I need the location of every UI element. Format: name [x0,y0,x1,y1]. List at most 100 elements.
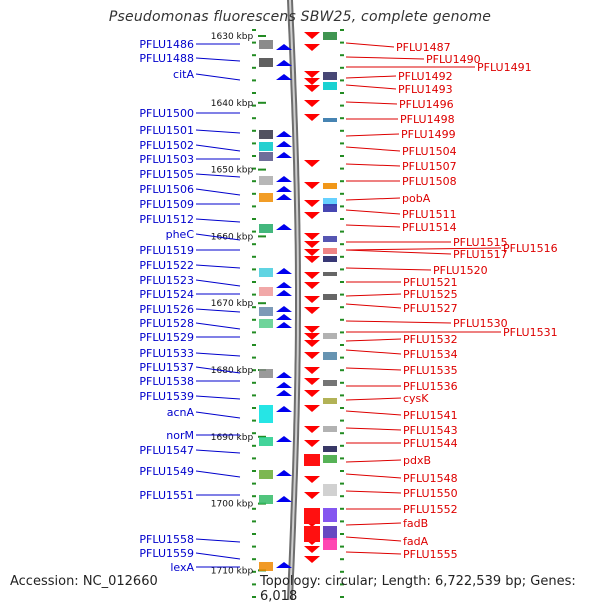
forward-arrow [276,306,292,312]
gene-label-right: PFLU1548 [403,472,458,485]
gene-label-left: PFLU1529 [139,331,194,344]
gene-label-left: acnA [167,406,195,419]
gene-label-right: PFLU1536 [403,380,458,393]
gene-leader-right [345,303,402,309]
gene-leader-right [345,249,452,255]
feature-block [259,176,273,185]
forward-arrow [276,496,292,502]
forward-arrow [276,562,292,568]
gene-label-right: PFLU1530 [453,317,508,330]
map-title: Pseudomonas fluorescens SBW25, complete … [108,9,492,25]
feature-block [323,538,337,550]
forward-arrow [276,44,292,50]
gene-leader-right [345,349,402,355]
reverse-arrow [304,492,320,499]
reverse-arrow [304,352,320,359]
gene-label-left: PFLU1526 [139,303,194,316]
feature-block [259,562,273,571]
gene-leader-right [345,367,402,371]
reverse-arrow [304,367,320,374]
gene-label-right: PFLU1520 [433,264,488,277]
gene-leader-left [195,552,241,560]
gene-label-right: PFLU1517 [453,248,508,261]
gene-leader-left [195,395,241,400]
ruler-label: 1640 kbp [211,99,254,109]
gene-leader-left [195,173,241,178]
gene-label-right: PFLU1496 [399,98,454,111]
reverse-arrow [304,114,320,121]
feature-block [323,508,337,522]
feature-block [259,268,273,277]
forward-arrow [276,152,292,158]
gene-leader-left [195,57,241,62]
ruler-label: 1650 kbp [211,166,254,176]
reverse-arrow [304,44,320,51]
gene-leader-right [345,84,397,90]
gene-label-right: PFLU1516 [503,242,558,255]
gene-leader-right [345,473,402,479]
forward-arrow [276,131,292,137]
gene-label-left: citA [173,68,194,81]
gene-label-left: PFLU1524 [139,288,194,301]
gene-leader-left [195,264,241,269]
gene-label-right: PFLU1491 [477,61,532,74]
gene-label-left: PFLU1488 [139,52,194,65]
feature-block [259,193,273,202]
gene-leader-left [195,322,241,330]
backbone-highlight [288,0,299,604]
gene-label-left: lexA [170,561,194,574]
feature-block [323,398,337,404]
accession-label: Accession: NC_012660 [10,574,158,589]
reverse-arrow [304,256,320,263]
reverse-arrow [304,233,320,240]
reverse-arrow [304,378,320,385]
gene-label-right: fadB [403,517,428,530]
gene-label-left: PFLU1519 [139,244,194,257]
gene-leader-left [195,538,241,543]
gene-label-right: PFLU1508 [402,175,457,188]
gene-leader-right [345,410,402,416]
feature-block [259,130,273,139]
forward-arrow [276,60,292,66]
gene-label-right: PFLU1541 [403,409,458,422]
gene-label-left: PFLU1547 [139,444,194,457]
reverse-arrow [304,426,320,433]
feature-block [323,204,337,212]
feature-block [259,470,273,479]
reverse-arrow [304,249,320,256]
reverse-arrow [304,85,320,92]
gene-leader-left [195,470,241,478]
gene-label-left: PFLU1486 [139,38,194,51]
gene-label-left: pheC [166,228,195,241]
reverse-arrow [304,272,320,279]
gene-label-left: PFLU1528 [139,317,194,330]
reverse-arrow [304,282,320,289]
feature-block [323,426,337,432]
feature-block [259,495,273,504]
feature-block [323,72,337,80]
feature-block [323,484,337,496]
gene-leader-right [345,427,402,431]
reverse-arrow [304,405,320,412]
gene-leader-left [195,366,241,374]
ruler-label: 1670 kbp [211,299,254,309]
gene-leader-right [345,209,401,215]
feature-block [323,446,337,452]
gene-label-right: PFLU1492 [398,70,453,83]
gene-leader-right [345,133,400,137]
gene-label-left: PFLU1503 [139,153,194,166]
feature-block [259,369,273,378]
forward-arrow [276,224,292,230]
reverse-arrow [304,440,320,447]
feature-block [259,307,273,316]
gene-leader-right [345,197,401,201]
gene-leader-right [345,551,402,555]
gene-leader-left [195,188,241,196]
gene-label-right: pobA [402,192,431,205]
gene-label-left: PFLU1501 [139,124,194,137]
feature-block [323,183,337,189]
ruler-label: 1710 kbp [211,566,254,576]
gene-label-right: cysK [403,392,429,405]
gene-leader-right [345,247,502,251]
